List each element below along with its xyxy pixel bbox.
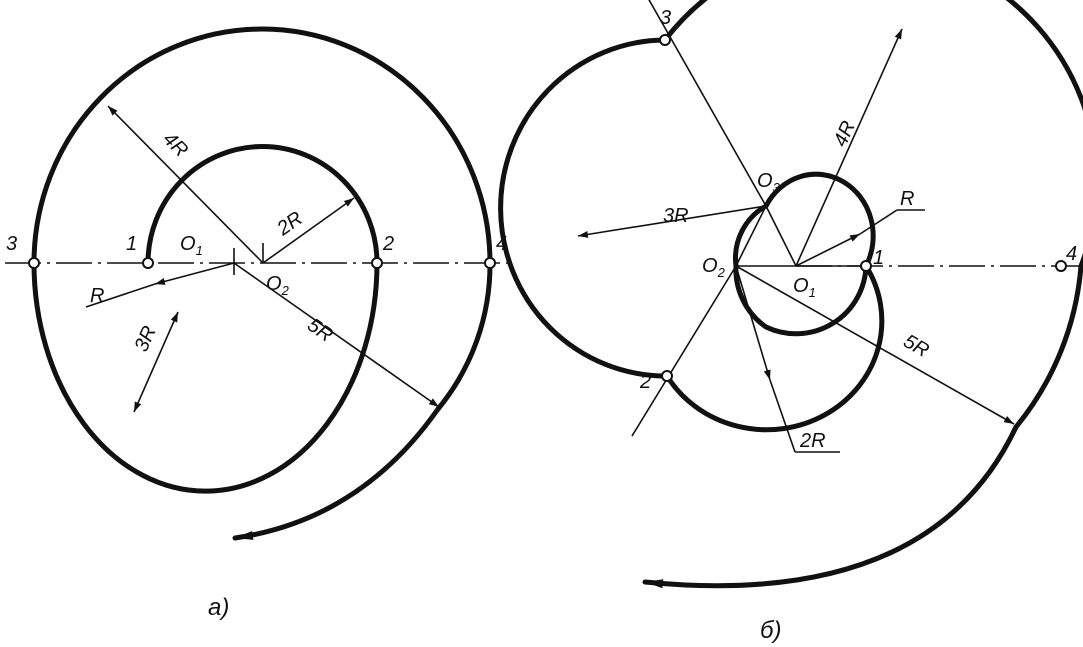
center-o2-label-a: O2 — [266, 273, 290, 298]
radius-3r-line-a — [133, 311, 179, 413]
point-4-a — [484, 257, 496, 269]
radius-label-5r-b: 5R — [900, 330, 933, 362]
radius-5r-line-b — [735, 265, 1015, 425]
caption-b: б) — [760, 617, 782, 644]
center-o1-label-b: O1 — [793, 275, 816, 300]
point-3-a — [28, 257, 40, 269]
radius-4r-line-a — [107, 105, 264, 264]
point-label-2-b: 2 — [639, 371, 651, 393]
point-label-2-a: 2 — [382, 233, 394, 255]
radius-2r-line-b — [735, 265, 771, 381]
radius-label-4r-b: 4R — [829, 118, 860, 150]
radius-5r-line-a — [233, 262, 440, 408]
o3-o1-line-b — [765, 205, 797, 267]
radius-label-r-a: R — [90, 285, 104, 307]
point-label-1-a: 1 — [126, 233, 137, 255]
radius-2r-line-a — [262, 197, 355, 264]
radius-r-line-a — [154, 262, 235, 285]
point-1-b — [860, 260, 872, 272]
radius-r-leader-a — [85, 283, 156, 308]
radius-label-3r-a: 3R — [130, 323, 161, 355]
o2-o3-line-b — [735, 205, 767, 267]
point-label-1-b: 1 — [873, 247, 884, 269]
point-label-3-b: 3 — [660, 7, 671, 29]
point-label-4-b: 4 — [1066, 243, 1077, 265]
center-o1-label-a: O1 — [180, 233, 203, 258]
center-o2-label-b: O2 — [702, 255, 726, 280]
point-4-b — [1055, 260, 1067, 272]
radius-label-5r-a: 5R — [303, 314, 337, 347]
center-o3-label-b: O3 — [757, 170, 781, 195]
caption-a: a) — [208, 594, 229, 621]
spiral-curve-a — [31, 26, 493, 494]
radius-4r-line-b — [795, 28, 903, 267]
point-label-3-a: 3 — [6, 233, 17, 255]
radius-3r-line-b — [577, 205, 767, 238]
spiral-curve-b — [498, 0, 1083, 433]
point-3-b — [659, 34, 671, 46]
spiral-tail-a — [232, 406, 441, 541]
figure-b: 1 2 3 4 O1 O2 O3 R 2R 3R 4R 5R б) — [498, 0, 1083, 644]
radius-label-r-b: R — [900, 188, 914, 210]
radius-r-ext-b — [859, 209, 898, 235]
spiral-tail-b — [642, 424, 1019, 589]
point-2-b — [661, 370, 673, 382]
point-2-a — [371, 257, 383, 269]
point-1-a — [142, 257, 154, 269]
radius-label-3r-b: 3R — [663, 205, 689, 227]
point-label-4-a: 4 — [496, 233, 507, 255]
radius-label-4r-a: 4R — [158, 128, 192, 162]
radius-2r-ext-b — [769, 379, 796, 453]
figure-a: 1 2 3 4 O1 O2 R 2R 3R 4R 5R a) — [5, 26, 515, 621]
radius-label-2r-b: 2R — [799, 430, 826, 452]
line-3-extension-b — [648, 0, 767, 207]
radius-r-line-b — [795, 233, 861, 267]
line-2-extension-b — [631, 265, 737, 437]
